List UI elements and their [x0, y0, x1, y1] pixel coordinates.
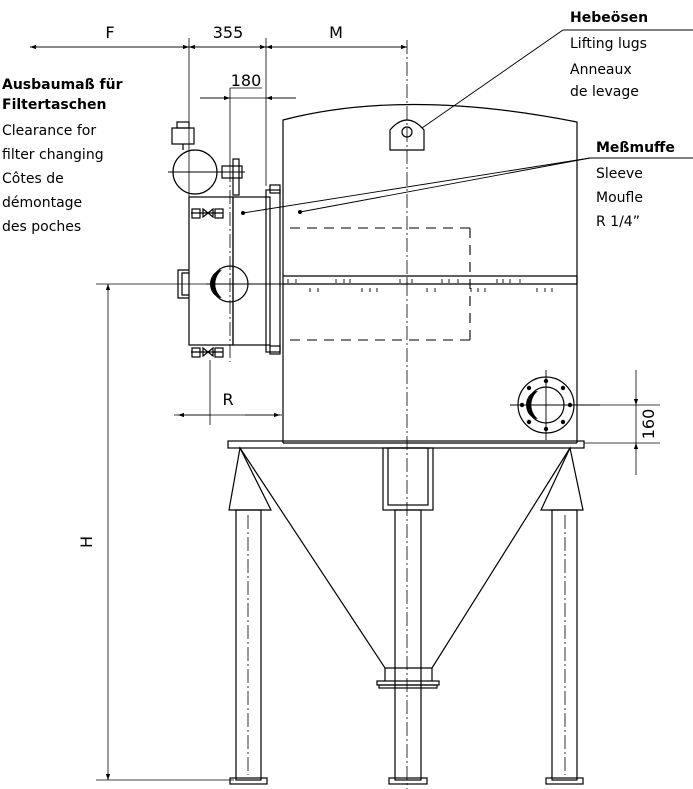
sleeve-title: Meßmuffe — [596, 140, 675, 156]
support-structure — [228, 446, 584, 785]
clearance-title-2: Filtertaschen — [2, 97, 106, 113]
clearance-fr-3: des poches — [2, 219, 81, 235]
lifting-lugs-title: Hebeösen — [570, 10, 648, 26]
clearance-fr-1: Côtes de — [2, 171, 64, 187]
dim-160: 160 — [639, 409, 658, 440]
dim-h: H — [77, 536, 96, 548]
lower-valve — [191, 346, 224, 358]
dim-f: F — [105, 23, 114, 42]
sleeve-en: Sleeve — [596, 166, 643, 182]
lifting-lugs-fr-2: de levage — [570, 84, 639, 100]
dim-r: R — [222, 390, 233, 409]
dim-355: 355 — [213, 23, 244, 42]
dim-m: M — [329, 23, 343, 42]
clearance-fr-2: démontage — [2, 195, 82, 211]
dimension-lines — [30, 38, 660, 781]
clearance-en-2: filter changing — [2, 147, 104, 163]
sleeve-fr: Moufle — [596, 190, 643, 206]
clearance-en-1: Clearance for — [2, 123, 96, 139]
leader-lines — [241, 29, 693, 215]
outlet-flange — [510, 370, 600, 440]
sleeve-size: R 1/4” — [596, 214, 640, 230]
lifting-lugs-fr-1: Anneaux — [570, 62, 632, 78]
dim-180: 180 — [231, 71, 262, 90]
lifting-lug — [389, 119, 425, 151]
hidden-filter-cage — [290, 227, 471, 341]
clearance-title-1: Ausbaumaß für — [2, 77, 123, 93]
upper-valve — [191, 207, 224, 219]
inspection-door — [168, 121, 281, 362]
lifting-lugs-en: Lifting lugs — [570, 36, 647, 52]
